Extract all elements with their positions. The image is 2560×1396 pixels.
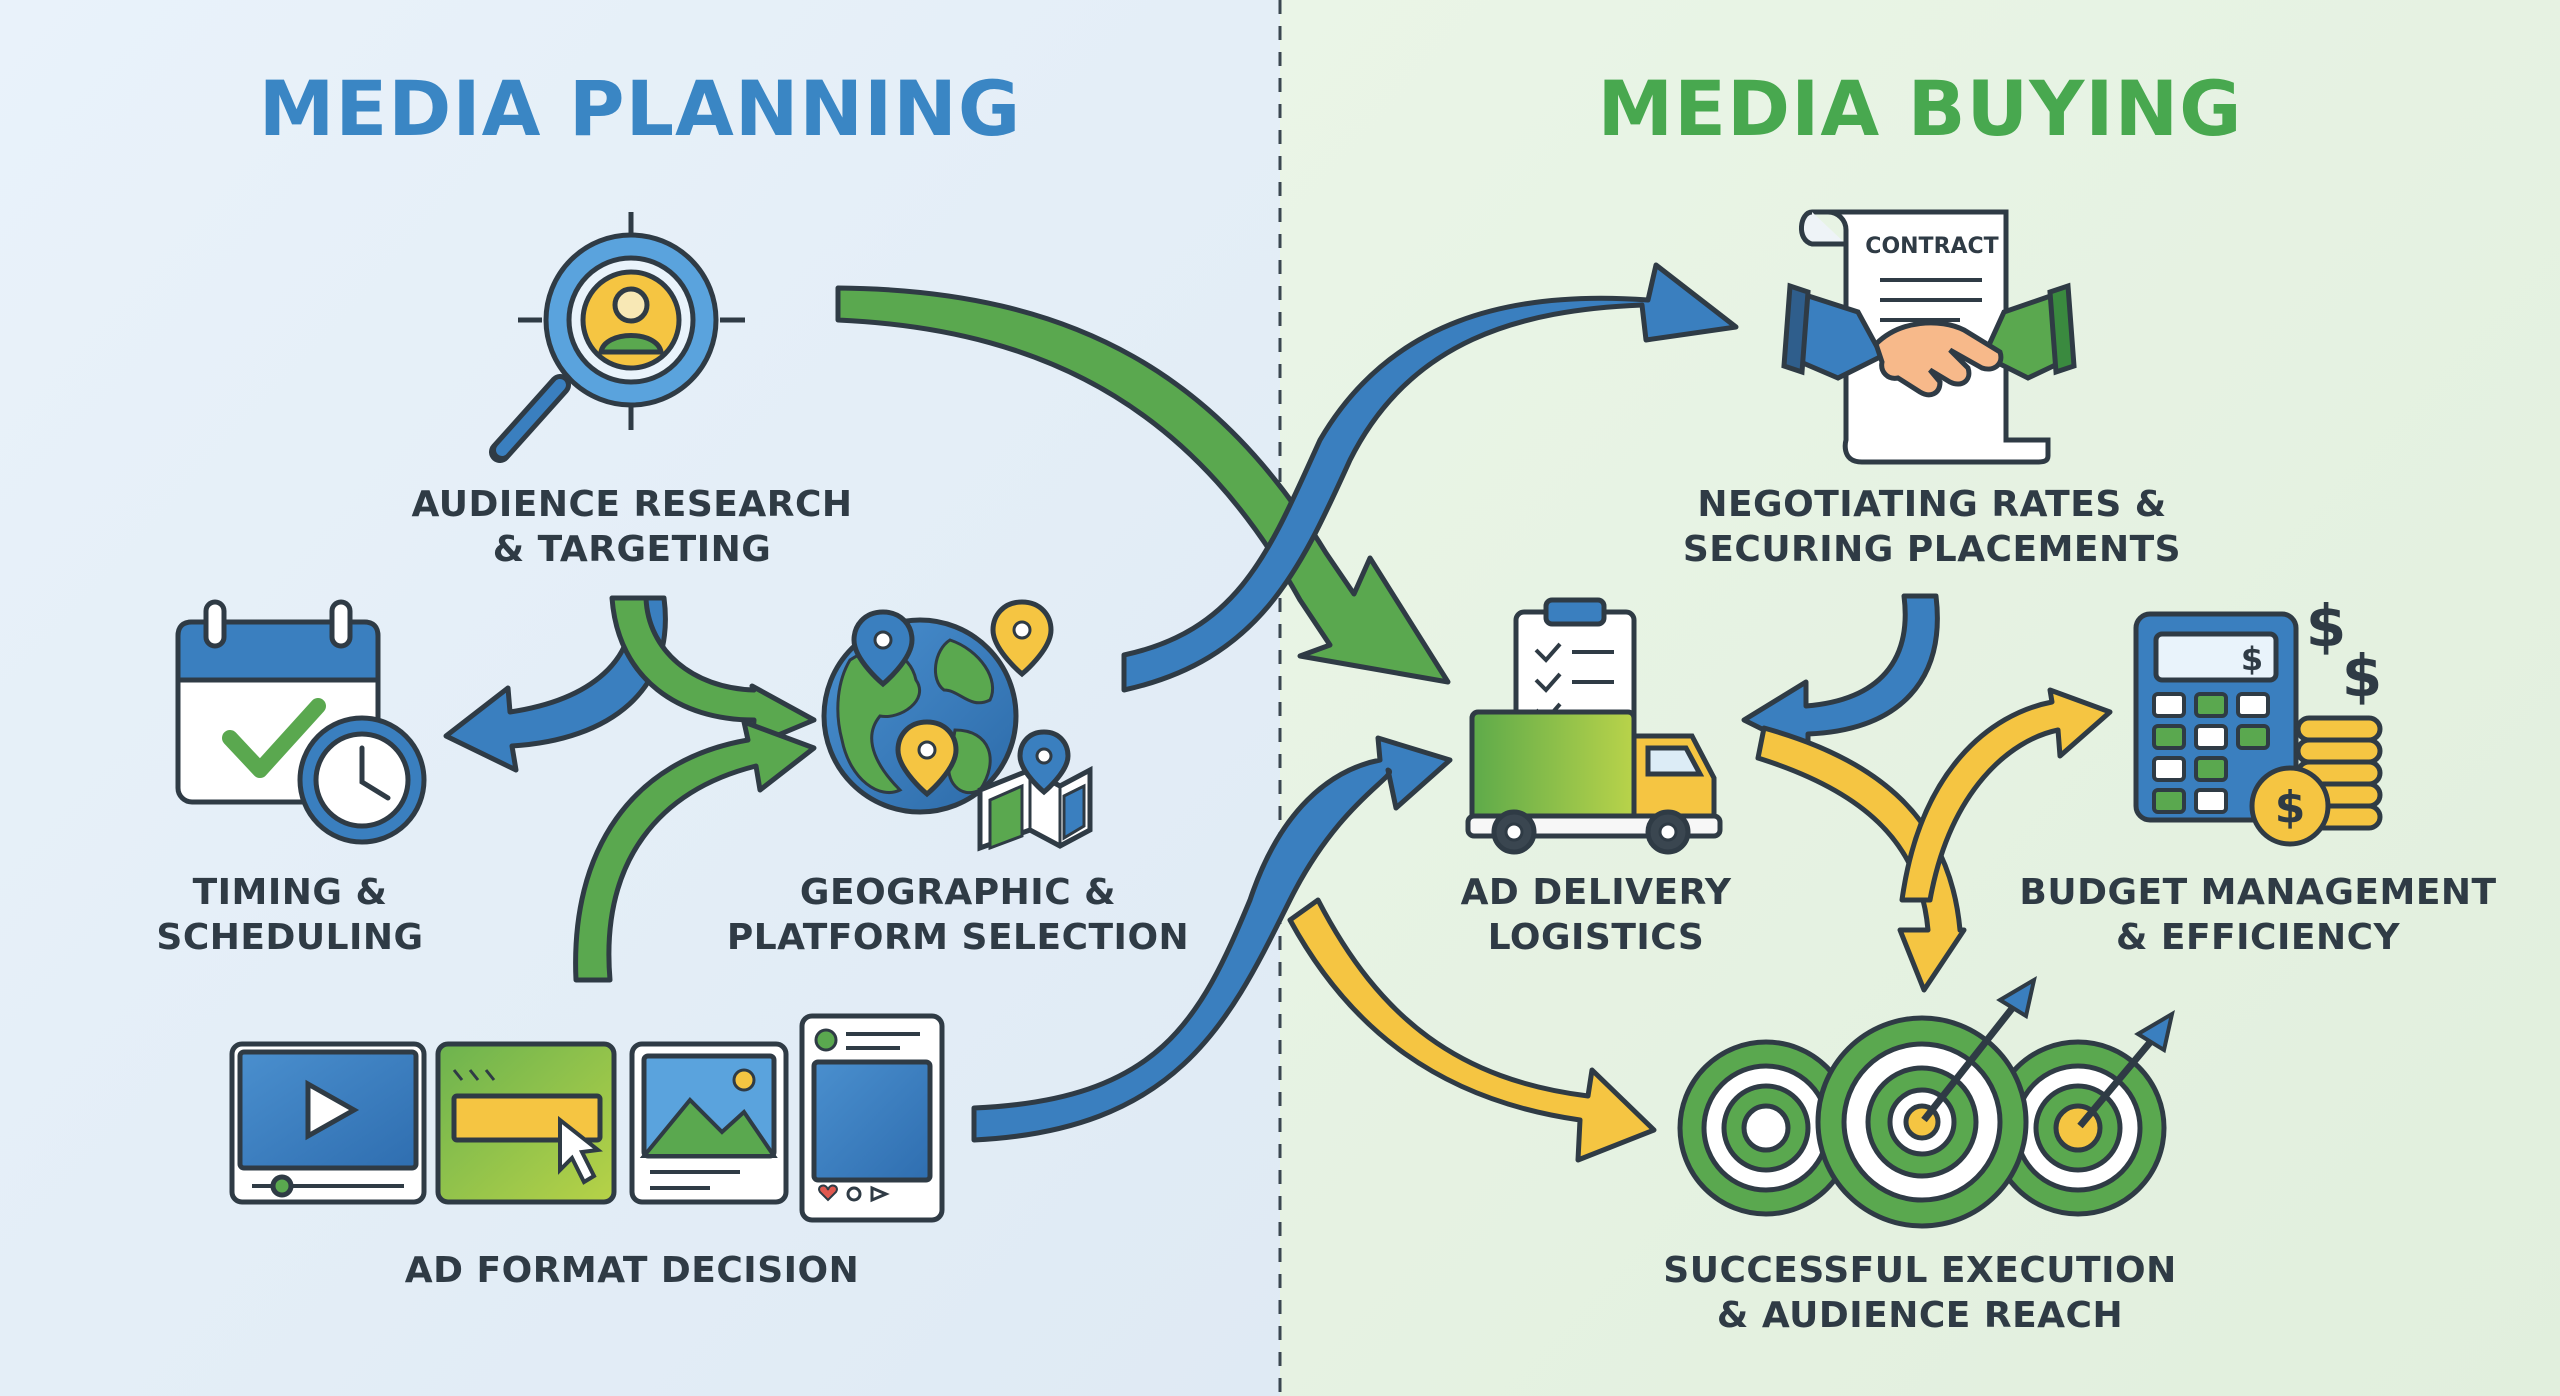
node-audience: AUDIENCE RESEARCH & TARGETING xyxy=(412,484,853,570)
negotiating-label-line1: NEGOTIATING RATES & xyxy=(1697,484,2166,525)
targets-arrows-icon xyxy=(1677,975,2175,1229)
geo-label-line2: PLATFORM SELECTION xyxy=(727,917,1189,958)
budget-label-line1: BUDGET MANAGEMENT xyxy=(2019,872,2496,913)
contract-label: CONTRACT xyxy=(1865,234,1998,259)
delivery-label-line2: LOGISTICS xyxy=(1488,917,1705,958)
flow-arrows xyxy=(443,262,2113,1163)
arrow-geo-to-negotiating xyxy=(1121,262,1739,693)
arrow-audience-to-geo xyxy=(609,595,817,749)
calendar-clock-icon xyxy=(175,599,427,845)
arrow-geo-to-execution xyxy=(1287,897,1657,1163)
ad-formats-icon xyxy=(229,1013,945,1223)
dollar-sign-icon: $ xyxy=(2306,592,2346,660)
planning-title: MEDIA PLANNING xyxy=(259,64,1022,153)
node-timing: TIMING & SCHEDULING xyxy=(156,872,423,958)
node-negotiating: NEGOTIATING RATES & SECURING PLACEMENTS xyxy=(1683,484,2181,570)
audience-label-line2: & TARGETING xyxy=(493,529,772,570)
audience-label-line1: AUDIENCE RESEARCH xyxy=(412,484,853,525)
svg-text:$: $ xyxy=(2241,640,2263,678)
truck-clipboard-icon xyxy=(1465,597,1723,855)
arrow-audience-to-delivery xyxy=(835,285,1451,685)
timing-label-line2: SCHEDULING xyxy=(156,917,423,958)
node-adformat: AD FORMAT DECISION xyxy=(405,1250,860,1291)
node-delivery: AD DELIVERY LOGISTICS xyxy=(1461,872,1732,958)
execution-label-line1: SUCCESSFUL EXECUTION xyxy=(1663,1250,2176,1291)
timing-label-line1: TIMING & xyxy=(193,872,388,913)
node-geo: GEOGRAPHIC & PLATFORM SELECTION xyxy=(727,872,1189,958)
negotiating-label-line2: SECURING PLACEMENTS xyxy=(1683,529,2181,570)
arrow-adformat-to-geo xyxy=(573,719,817,983)
adformat-label: AD FORMAT DECISION xyxy=(405,1250,860,1291)
node-execution: SUCCESSFUL EXECUTION & AUDIENCE REACH xyxy=(1663,1250,2176,1336)
node-budget: BUDGET MANAGEMENT & EFFICIENCY xyxy=(2019,872,2496,958)
arrow-adformat-to-delivery xyxy=(971,735,1453,1143)
contract-handshake-icon: CONTRACT xyxy=(1781,209,2077,465)
arrow-to-budget xyxy=(1899,687,2113,903)
buying-title: MEDIA BUYING xyxy=(1597,64,2242,153)
budget-label-line2: & EFFICIENCY xyxy=(2116,917,2401,958)
delivery-label-line1: AD DELIVERY xyxy=(1461,872,1732,913)
calculator-coins-icon: $ $ $ $ xyxy=(2133,592,2383,847)
execution-label-line2: & AUDIENCE REACH xyxy=(1717,1295,2123,1336)
globe-map-icon xyxy=(821,599,1093,852)
social-post-icon xyxy=(799,1013,945,1223)
banner-ad-icon xyxy=(435,1041,617,1205)
dollar-sign-icon-2: $ xyxy=(2342,642,2382,710)
video-ad-icon xyxy=(229,1041,427,1205)
geo-label-line1: GEOGRAPHIC & xyxy=(800,872,1116,913)
svg-text:$: $ xyxy=(2275,782,2306,833)
target-center xyxy=(1815,1015,2029,1229)
magnifier-person-icon xyxy=(489,212,745,463)
image-ad-icon xyxy=(629,1041,789,1205)
